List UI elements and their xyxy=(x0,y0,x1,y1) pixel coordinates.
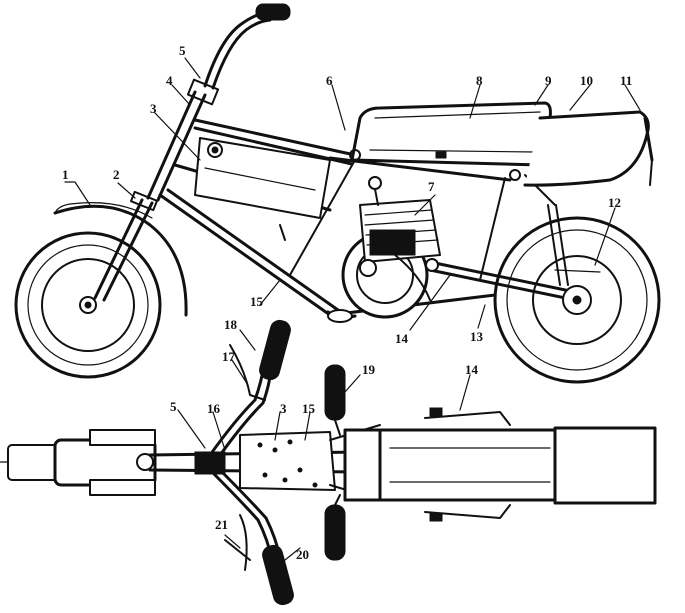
engine xyxy=(341,176,441,319)
frame-box xyxy=(194,137,331,241)
callout-3: 3 xyxy=(150,101,157,116)
callout-5-top: 5 xyxy=(170,399,177,414)
callout-19: 19 xyxy=(362,362,375,377)
callout-20: 20 xyxy=(296,547,309,562)
top-swing-arm xyxy=(424,407,511,522)
top-view xyxy=(0,319,657,606)
callout-21: 21 xyxy=(215,517,228,532)
callout-15-side: 15 xyxy=(250,294,263,309)
callout-3-top: 3 xyxy=(280,401,287,416)
callout-15-top: 15 xyxy=(302,401,315,416)
leader-lines-top xyxy=(177,329,471,561)
callout-14-side: 14 xyxy=(395,331,408,346)
callout-12: 12 xyxy=(608,195,621,210)
seat xyxy=(349,101,552,181)
callout-8: 8 xyxy=(476,73,483,88)
callout-6: 6 xyxy=(326,73,333,88)
top-handlebar xyxy=(208,319,294,606)
swing-arm xyxy=(425,204,577,302)
front-fender xyxy=(53,204,188,317)
rear-fender xyxy=(523,110,654,187)
rear-wheel xyxy=(493,216,661,384)
leader-lines-side xyxy=(64,57,641,331)
front-wheel xyxy=(14,231,162,379)
callout-11: 11 xyxy=(620,73,633,88)
callout-5: 5 xyxy=(179,43,186,58)
callout-2: 2 xyxy=(113,167,120,182)
callout-4: 4 xyxy=(166,73,173,88)
callout-1: 1 xyxy=(62,167,69,182)
top-footpegs xyxy=(324,364,346,561)
callout-7: 7 xyxy=(428,179,435,194)
top-frame xyxy=(148,424,381,501)
top-front-wheel xyxy=(0,429,157,496)
callout-14-top: 14 xyxy=(465,362,478,377)
callout-13: 13 xyxy=(470,329,483,344)
callout-16: 16 xyxy=(207,401,220,416)
callout-10: 10 xyxy=(580,73,593,88)
side-view xyxy=(14,3,661,384)
callout-17: 17 xyxy=(222,349,235,364)
callout-9: 9 xyxy=(545,73,552,88)
steering-and-handlebar xyxy=(146,3,291,202)
callout-18: 18 xyxy=(224,317,237,332)
top-seat xyxy=(343,426,657,505)
